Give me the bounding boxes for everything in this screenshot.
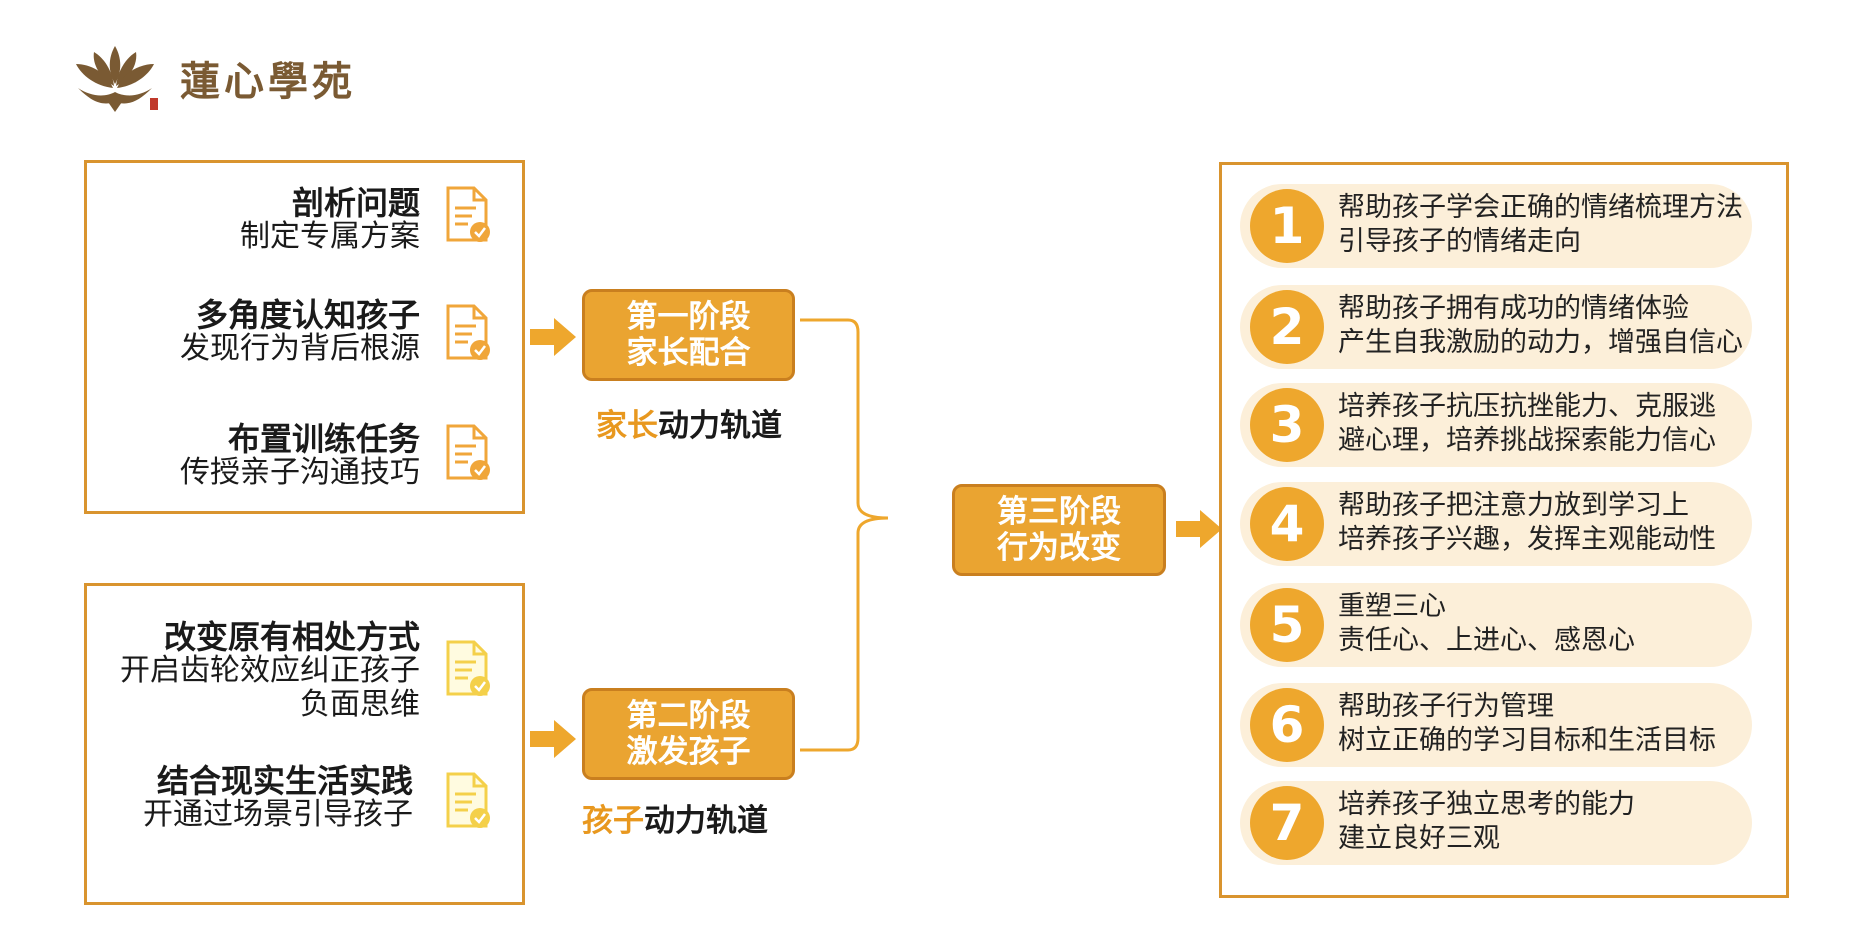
item-desc: 传授亲子沟通技巧 (180, 455, 420, 490)
step-line2: 避心理，培养挑战探索能力信心 (1338, 425, 1716, 456)
item-desc: 发现行为背后根源 (180, 331, 420, 366)
arrow-right-icon (530, 318, 576, 356)
step-line2: 产生自我激励的动力，增强自信心 (1338, 327, 1743, 358)
brand-logo: 蓮心學苑 (70, 38, 356, 118)
step-line1: 培养孩子独立思考的能力 (1338, 789, 1635, 820)
document-check-icon (446, 304, 490, 360)
step-number-badge: 5 (1250, 588, 1324, 662)
outcome-step: 1 帮助孩子学会正确的情绪梳理方法 引导孩子的情绪走向 (1240, 184, 1752, 268)
step-line1: 帮助孩子行为管理 (1338, 691, 1554, 722)
step-number-badge: 7 (1250, 786, 1324, 860)
child-track-label: 孩子动力轨道 (582, 795, 768, 840)
stage-three-box: 第三阶段 行为改变 (952, 484, 1166, 576)
stage-two-line2: 激发孩子 (626, 734, 751, 770)
merge-brace (800, 318, 889, 752)
outcome-step: 7 培养孩子独立思考的能力 建立良好三观 (1240, 781, 1752, 865)
step-line2: 引导孩子的情绪走向 (1338, 226, 1581, 257)
stage-one-line2: 家长配合 (626, 335, 751, 371)
track-highlight: 家长 (596, 408, 658, 444)
step-line2: 责任心、上进心、感恩心 (1338, 625, 1635, 656)
document-check-icon (446, 772, 490, 828)
item-desc: 开通过场景引导孩子 (143, 797, 413, 832)
step-line1: 帮助孩子学会正确的情绪梳理方法 (1338, 192, 1743, 223)
step-line2: 培养孩子兴趣，发挥主观能动性 (1338, 524, 1716, 555)
step-line1: 帮助孩子把注意力放到学习上 (1338, 490, 1689, 521)
outcome-step: 5 重塑三心 责任心、上进心、感恩心 (1240, 583, 1752, 667)
step-number-badge: 4 (1250, 487, 1324, 561)
outcome-step: 6 帮助孩子行为管理 树立正确的学习目标和生活目标 (1240, 683, 1752, 767)
step-line1: 帮助孩子拥有成功的情绪体验 (1338, 293, 1689, 324)
parent-item-1: 剖析问题 制定专属方案 (240, 186, 420, 254)
step-line2: 建立良好三观 (1338, 823, 1500, 854)
child-item-1: 改变原有相处方式 开启齿轮效应纠正孩子 负面思维 (120, 620, 420, 722)
item-title: 多角度认知孩子 (195, 296, 420, 334)
item-title: 剖析问题 (291, 184, 420, 222)
step-number-badge: 3 (1250, 388, 1324, 462)
item-desc: 开启齿轮效应纠正孩子 (120, 653, 420, 688)
document-check-icon (446, 640, 490, 696)
step-line1: 重塑三心 (1338, 591, 1446, 622)
track-rest: 动力轨道 (644, 803, 768, 839)
arrow-right-icon (1176, 510, 1222, 548)
track-highlight: 孩子 (582, 803, 644, 839)
stage-one-line1: 第一阶段 (626, 299, 751, 335)
outcome-step: 4 帮助孩子把注意力放到学习上 培养孩子兴趣，发挥主观能动性 (1240, 482, 1752, 566)
stage-three-line2: 行为改变 (997, 530, 1121, 566)
item-desc: 负面思维 (300, 687, 420, 722)
item-title: 结合现实生活实践 (156, 762, 413, 800)
stage-two-line1: 第二阶段 (626, 698, 751, 734)
child-actions-panel (84, 583, 525, 905)
lotus-icon (76, 46, 158, 112)
stage-two-box: 第二阶段 激发孩子 (582, 688, 795, 780)
brand-name: 蓮心學苑 (180, 58, 356, 105)
outcome-step: 3 培养孩子抗压抗挫能力、克服逃 避心理，培养挑战探索能力信心 (1240, 383, 1752, 467)
outcome-step: 2 帮助孩子拥有成功的情绪体验 产生自我激励的动力，增强自信心 (1240, 285, 1752, 369)
stage-one-box: 第一阶段 家长配合 (582, 289, 795, 381)
arrow-right-icon (530, 720, 576, 758)
step-number-badge: 1 (1250, 189, 1324, 263)
parent-track-label: 家长动力轨道 (596, 400, 782, 445)
document-check-icon (446, 424, 490, 480)
document-check-icon (446, 186, 490, 242)
item-desc: 制定专属方案 (240, 219, 420, 254)
track-rest: 动力轨道 (658, 408, 782, 444)
step-number-badge: 6 (1250, 688, 1324, 762)
child-item-2: 结合现实生活实践 开通过场景引导孩子 (143, 764, 413, 832)
step-line1: 培养孩子抗压抗挫能力、克服逃 (1338, 391, 1716, 422)
parent-item-2: 多角度认知孩子 发现行为背后根源 (180, 298, 420, 366)
item-title: 改变原有相处方式 (163, 618, 420, 656)
step-number-badge: 2 (1250, 290, 1324, 364)
stage-three-line1: 第三阶段 (997, 494, 1121, 530)
item-title: 布置训练任务 (227, 420, 420, 458)
parent-item-3: 布置训练任务 传授亲子沟通技巧 (180, 422, 420, 490)
step-line2: 树立正确的学习目标和生活目标 (1338, 725, 1716, 756)
